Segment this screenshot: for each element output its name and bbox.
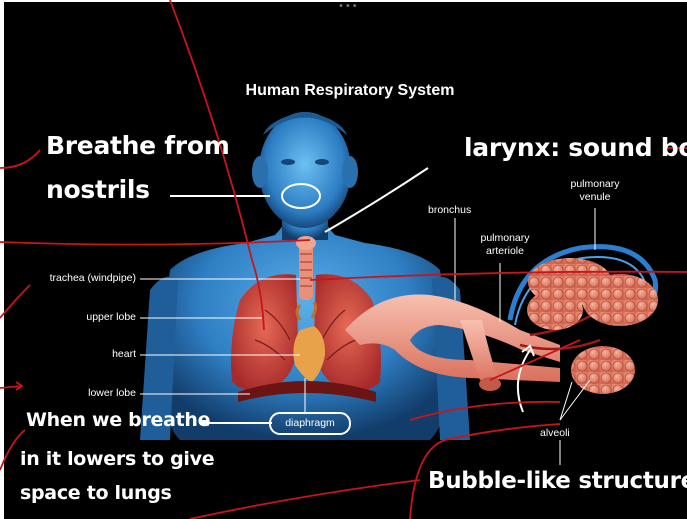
annotation-breathe-line2: nostrils [46, 175, 150, 204]
label-pulmonary-arteriole: pulmonary arteriole [470, 232, 540, 258]
label-upper-lobe: upper lobe [20, 311, 136, 323]
label-alveoli: alveoli [540, 427, 570, 439]
diagram-title: Human Respiratory System [0, 82, 687, 100]
label-heart: heart [20, 348, 136, 360]
annotation-breathe-line1: Breathe from [46, 131, 229, 160]
label-trachea: trachea (windpipe) [20, 272, 136, 284]
annotation-alveoli-note: Bubble-like structures [428, 468, 687, 494]
label-diaphragm: diaphragm [270, 417, 350, 429]
trachea-graphic [296, 236, 316, 300]
annotation-diaphragm-line3: space to lungs [20, 482, 172, 504]
annotation-diaphragm-line1: When we breathe [26, 409, 210, 431]
annotation-larynx: larynx: sound box [464, 133, 687, 162]
annotation-diaphragm-line2: in it lowers to give [20, 448, 214, 470]
label-bronchus: bronchus [428, 204, 471, 216]
label-lower-lobe: lower lobe [20, 387, 136, 399]
label-pulmonary-venule: pulmonary venule [560, 178, 630, 204]
